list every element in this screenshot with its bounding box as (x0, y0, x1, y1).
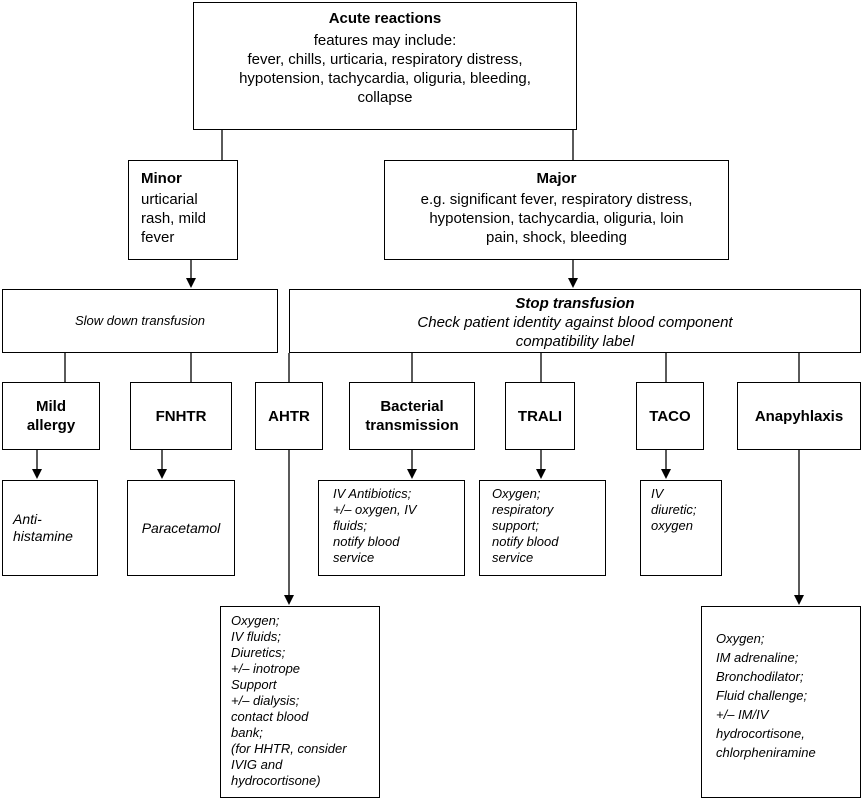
acute-reactions-line-2: fever, chills, urticaria, respiratory di… (247, 51, 523, 68)
bacterial-treatment-line-3: fluids; (333, 518, 367, 533)
ahtr-treatment-line-4: +/– inotrope (231, 661, 301, 676)
bacterial-treatment-line-1: IV Antibiotics; (333, 486, 412, 501)
ahtr-treatment-line-9: (for HHTR, consider (231, 741, 347, 756)
bacterial-treatment-line-4: notify blood (333, 534, 400, 549)
trali-box: TRALI (505, 382, 575, 450)
minor-line-2: rash, mild (141, 210, 207, 227)
trali-treatment-line-4: notify blood (492, 534, 559, 549)
bacterial-line-2: transmission (365, 417, 459, 434)
mild-allergy-box: Mild allergy (2, 382, 100, 450)
major-line-1: e.g. significant fever, respiratory dist… (420, 191, 693, 208)
trali-treatment-line-1: Oxygen; (492, 486, 541, 501)
ahtr-treatment-line-3: Diuretics; (231, 645, 286, 660)
acute-reactions-line-1: features may include: (313, 32, 457, 49)
minor-line-1: urticarial (141, 191, 198, 208)
antihistamine-line-2: histamine (13, 528, 73, 544)
anaphylaxis-treatment-line-2: IM adrenaline; (716, 650, 799, 665)
trali-label: TRALI (517, 407, 563, 425)
paracetamol-label: Paracetamol (141, 519, 221, 536)
fnhtr-label: FNHTR (155, 407, 207, 425)
anaphylaxis-treatment-line-4: Fluid challenge; (716, 688, 808, 703)
anaphylaxis-treatment-box: Oxygen; IM adrenaline; Bronchodilator; F… (701, 606, 861, 798)
trali-treatment-line-3: support; (492, 518, 539, 533)
ahtr-label: AHTR (268, 407, 310, 425)
trali-treatment-line-5: service (492, 550, 534, 565)
anaphylaxis-treatment-line-3: Bronchodilator; (716, 669, 804, 684)
ahtr-box: AHTR (255, 382, 323, 450)
antihistamine-box: Anti- histamine (2, 480, 98, 576)
taco-treatment-line-3: oxygen (651, 518, 693, 533)
anaphylaxis-treatment-line-6: hydrocortisone, (716, 726, 805, 741)
acute-reactions-line-3: hypotension, tachycardia, oliguria, blee… (239, 70, 531, 87)
bacterial-transmission-box: Bacterial transmission (349, 382, 475, 450)
stop-transfusion-line-1: Check patient identity against blood com… (417, 314, 733, 331)
anaphylaxis-box: Anapyhlaxis (737, 382, 861, 450)
trali-treatment-box: Oxygen; respiratory support; notify bloo… (479, 480, 606, 576)
taco-treatment-line-1: IV (651, 486, 664, 501)
ahtr-treatment-line-6: +/– dialysis; (231, 693, 300, 708)
trali-treatment-line-2: respiratory (492, 502, 554, 517)
major-title: Major (536, 170, 577, 187)
anaphylaxis-treatment-line-7: chlorpheniramine (716, 745, 816, 760)
ahtr-treatment-line-7: contact blood (231, 709, 309, 724)
stop-transfusion-title: Stop transfusion (515, 295, 635, 312)
anaphylaxis-label: Anapyhlaxis (754, 407, 844, 425)
bacterial-treatment-box: IV Antibiotics; +/– oxygen, IV fluids; n… (318, 480, 465, 576)
ahtr-treatment-box: Oxygen; IV fluids; Diuretics; +/– inotro… (220, 606, 380, 798)
major-line-2: hypotension, tachycardia, oliguria, loin (429, 210, 684, 227)
stop-transfusion-box: Stop transfusion Check patient identity … (289, 289, 861, 353)
minor-line-3: fever (141, 229, 175, 246)
anaphylaxis-treatment-line-1: Oxygen; (716, 631, 765, 646)
bacterial-line-1: Bacterial (380, 398, 444, 415)
major-line-3: pain, shock, bleeding (486, 229, 627, 246)
minor-title: Minor (141, 170, 182, 187)
antihistamine-line-1: Anti- (13, 511, 42, 527)
major-box: Major e.g. significant fever, respirator… (384, 160, 729, 260)
anaphylaxis-treatment-line-5: +/– IM/IV (716, 707, 769, 722)
mild-allergy-line-1: Mild (36, 398, 66, 415)
taco-treatment-box: IV diuretic; oxygen (640, 480, 722, 576)
acute-reactions-box: Acute reactions features may include: fe… (193, 2, 577, 130)
ahtr-treatment-line-5: Support (231, 677, 277, 692)
ahtr-treatment-line-11: hydrocortisone) (231, 773, 321, 788)
stop-transfusion-line-2: compatibility label (515, 333, 635, 350)
ahtr-treatment-line-1: Oxygen; (231, 613, 280, 628)
acute-reactions-line-4: collapse (357, 89, 413, 106)
acute-reactions-title: Acute reactions (328, 10, 442, 27)
taco-box: TACO (636, 382, 704, 450)
bacterial-treatment-line-2: +/– oxygen, IV (333, 502, 417, 517)
slow-down-transfusion-label: Slow down transfusion (74, 313, 206, 328)
mild-allergy-line-2: allergy (26, 417, 76, 434)
ahtr-treatment-line-2: IV fluids; (231, 629, 281, 644)
taco-treatment-line-2: diuretic; (651, 502, 697, 517)
minor-box: Minor urticarial rash, mild fever (128, 160, 238, 260)
bacterial-treatment-line-5: service (333, 550, 375, 565)
paracetamol-box: Paracetamol (127, 480, 235, 576)
slow-down-transfusion-box: Slow down transfusion (2, 289, 278, 353)
ahtr-treatment-line-10: IVIG and (231, 757, 283, 772)
taco-label: TACO (649, 407, 691, 425)
ahtr-treatment-line-8: bank; (231, 725, 263, 740)
fnhtr-box: FNHTR (130, 382, 232, 450)
